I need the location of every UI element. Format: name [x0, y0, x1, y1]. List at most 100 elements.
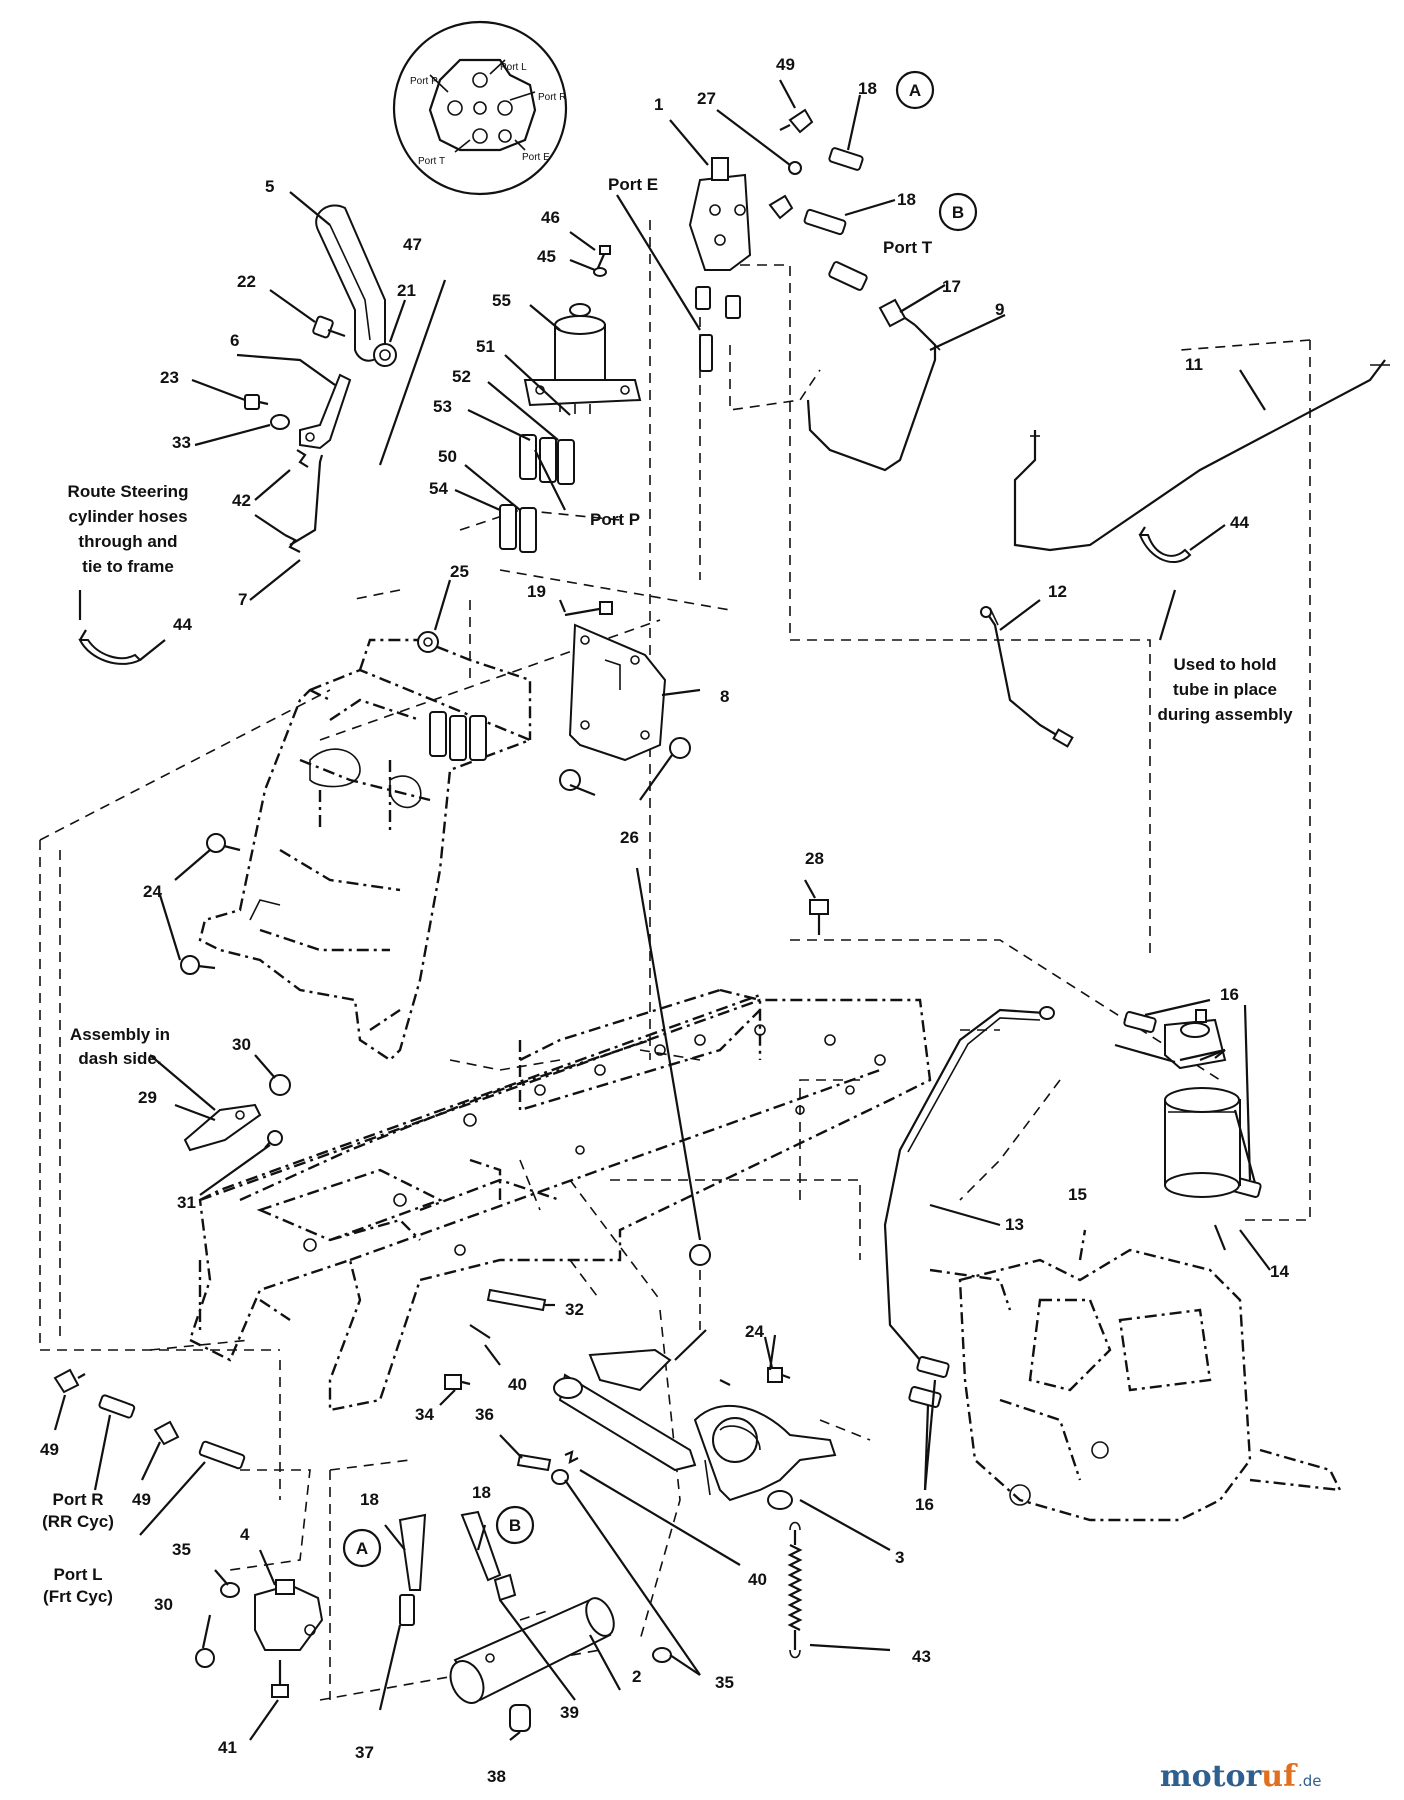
transmission [929, 1229, 1343, 1522]
detail-port-l: Port L [500, 62, 527, 73]
bolt-24-lower [180, 955, 216, 975]
fitting-46 [596, 245, 611, 269]
nut-30-top [269, 1074, 291, 1096]
tag-text: A [356, 1539, 368, 1558]
label-29: 29 [138, 1088, 157, 1107]
label-49-left: 49 [40, 1440, 59, 1459]
fitting-18-a-top [828, 147, 864, 171]
watermark-part2: uf [1261, 1759, 1298, 1794]
bracket-4 [254, 1579, 324, 1651]
dash-console [198, 638, 534, 1062]
label-2: 2 [632, 1667, 641, 1686]
label-31: 31 [177, 1193, 196, 1212]
label-51: 51 [476, 337, 495, 356]
washer-35-pedal [551, 1469, 569, 1485]
label-44-right: 44 [1230, 513, 1249, 532]
fitting-port-l [198, 1440, 246, 1470]
circle-tag-b-top: B [938, 192, 978, 232]
port-p-label: Port P [590, 510, 640, 529]
filter-head-15 [1164, 1009, 1227, 1070]
elbow-49-mid [153, 1420, 180, 1446]
label-12: 12 [1048, 582, 1067, 601]
label-30-top: 30 [232, 1035, 251, 1054]
tag-text: B [952, 203, 964, 222]
rod-7 [289, 454, 324, 546]
tube-12 [980, 606, 1074, 748]
label-43: 43 [912, 1647, 931, 1666]
label-15: 15 [1068, 1185, 1087, 1204]
label-28: 28 [805, 849, 824, 868]
fitting-37 [399, 1594, 415, 1626]
bolt-24-top [206, 833, 241, 853]
motor-55 [523, 303, 642, 414]
note-line: Route Steering [68, 482, 189, 501]
hose-18-a-bottom [398, 1513, 427, 1591]
leader-lines [53, 79, 1271, 1741]
label-38: 38 [487, 1767, 506, 1786]
label-54: 54 [429, 479, 448, 498]
note-used-to-hold: Used to hold tube in place during assemb… [1157, 655, 1293, 724]
washer-33 [270, 414, 290, 430]
label-49-mid: 49 [132, 1490, 151, 1509]
port-detail-circle [392, 20, 568, 196]
fitting-18-b-top [803, 208, 847, 236]
bolt-28 [809, 899, 829, 935]
bolt-22 [312, 315, 346, 339]
bolt-34 [444, 1374, 471, 1390]
bolt-23 [244, 394, 269, 410]
label-18-top-b: 18 [897, 190, 916, 209]
fitting-port-t [828, 261, 868, 291]
label-33: 33 [172, 433, 191, 452]
elbow-39 [493, 1573, 517, 1602]
bracket-6 [299, 373, 352, 450]
label-41: 41 [218, 1738, 237, 1757]
label-24-frame: 24 [143, 882, 162, 901]
label-30-left: 30 [154, 1595, 173, 1614]
note-line: dash side. [78, 1049, 161, 1068]
note-line: Assembly in [70, 1025, 170, 1044]
bolt-41 [271, 1660, 289, 1698]
tag-text: B [509, 1516, 521, 1535]
tube-13 [883, 1006, 1055, 1361]
label-32: 32 [565, 1300, 584, 1319]
tie-44-left [78, 629, 142, 665]
label-18-top-a: 18 [858, 79, 877, 98]
label-55: 55 [492, 291, 511, 310]
label-42: 42 [232, 491, 251, 510]
spacer-38 [509, 1704, 531, 1732]
label-19: 19 [527, 582, 546, 601]
label-27: 27 [697, 89, 716, 108]
port-e-label: Port E [608, 175, 658, 194]
label-24-pedal: 24 [745, 1322, 764, 1341]
elbow-49-top [779, 108, 814, 134]
note-line: cylinder hoses [68, 507, 187, 526]
label-37: 37 [355, 1743, 374, 1762]
label-18-bottom-a: 18 [360, 1490, 379, 1509]
tube-11 [1013, 359, 1390, 552]
tie-44-right [1138, 526, 1192, 564]
circle-tag-a-top: A [895, 70, 935, 110]
label-50: 50 [438, 447, 457, 466]
label-4: 4 [240, 1525, 250, 1544]
fitting-27 [788, 161, 802, 175]
label-46: 46 [541, 208, 560, 227]
label-1: 1 [654, 95, 663, 114]
label-9: 9 [995, 300, 1004, 319]
note-assembly-dash: Assembly in dash side. [70, 1025, 170, 1068]
plate-8 [568, 623, 667, 762]
valve-fittings [695, 286, 741, 372]
label-11: 11 [1185, 355, 1203, 374]
label-25: 25 [450, 562, 469, 581]
note-line: tie to frame [82, 557, 174, 576]
pin-40-top [469, 1324, 491, 1339]
detail-port-p: Port P [410, 76, 438, 87]
label-17: 17 [942, 277, 961, 296]
valve-1 [688, 157, 752, 271]
label-40-top: 40 [508, 1375, 527, 1394]
label-22: 22 [237, 272, 256, 291]
note-line: Used to hold [1174, 655, 1277, 674]
hose-fittings-51-53 [499, 434, 575, 553]
note-line: during assembly [1157, 705, 1293, 724]
label-39: 39 [560, 1703, 579, 1722]
